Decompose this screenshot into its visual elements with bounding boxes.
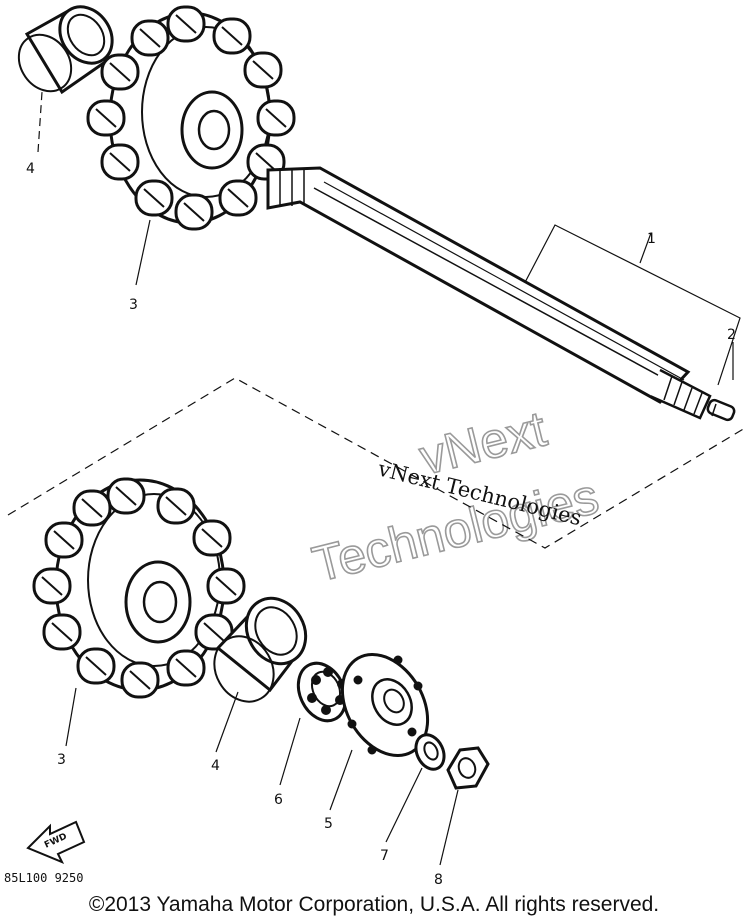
callout-3-bottom: 3 bbox=[57, 752, 66, 768]
sprocket-bottom bbox=[32, 477, 246, 699]
shaft-pin bbox=[706, 398, 736, 422]
callout-8: 8 bbox=[434, 872, 443, 888]
callout-4-bottom: 4 bbox=[211, 758, 220, 774]
shaft-bracket bbox=[519, 224, 741, 386]
shaft bbox=[266, 166, 712, 420]
callout-7: 7 bbox=[380, 848, 389, 864]
washer bbox=[414, 733, 446, 771]
callout-4-top: 4 bbox=[26, 161, 35, 177]
callout-2: 2 bbox=[727, 327, 736, 343]
callout-6: 6 bbox=[274, 792, 283, 808]
copyright-text: ©2013 Yamaha Motor Corporation, U.S.A. A… bbox=[88, 893, 660, 916]
callout-1: 1 bbox=[647, 231, 656, 247]
callout-3-top: 3 bbox=[129, 297, 138, 313]
flange-plate bbox=[340, 653, 430, 757]
sleeve-bottom bbox=[213, 596, 308, 703]
bearing bbox=[296, 661, 348, 723]
leader-lines bbox=[37, 91, 459, 866]
sleeve-top bbox=[17, 5, 114, 95]
fwd-arrow-icon: FWD bbox=[26, 820, 86, 864]
callout-5: 5 bbox=[324, 816, 333, 832]
lower-assembly-outline bbox=[7, 377, 746, 549]
sprocket-top bbox=[86, 5, 296, 231]
drawing-code: 85L100 9250 bbox=[4, 871, 83, 885]
nut bbox=[446, 746, 490, 790]
parts-diagram: vNext Technologies bbox=[4, 5, 746, 888]
